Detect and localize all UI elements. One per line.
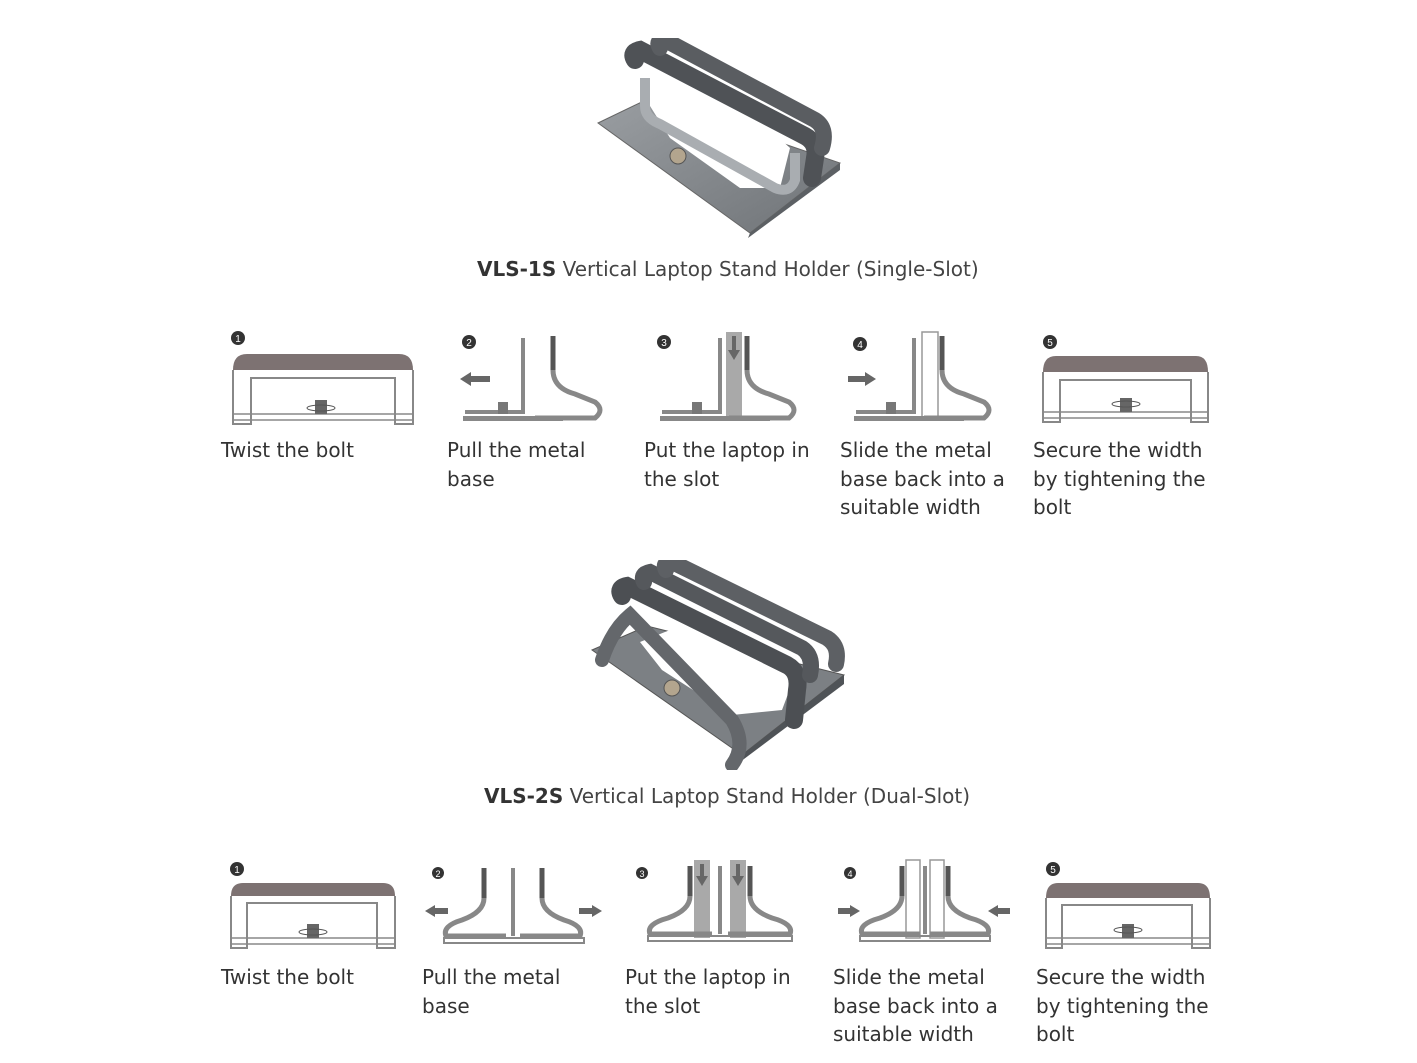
svg-text:2: 2 — [466, 338, 472, 349]
svg-text:2: 2 — [435, 869, 440, 879]
svg-text:4: 4 — [847, 869, 852, 879]
product-name: Vertical Laptop Stand Holder (Single-Slo… — [562, 257, 979, 281]
product-name: Vertical Laptop Stand Holder (Dual-Slot) — [569, 784, 971, 808]
vls-2s-step-3-illustration: 3 — [636, 860, 794, 942]
svg-text:3: 3 — [639, 869, 644, 879]
vls-1s-step-1-illustration: 1 — [231, 331, 414, 425]
vls-2s-step-2-label: Pull the metal base — [422, 965, 561, 1018]
vls-1s-step-1-label: Twist the bolt — [221, 438, 354, 462]
svg-text:1: 1 — [234, 865, 240, 876]
vls-2s-caption: VLS-2S Vertical Laptop Stand Holder (Dua… — [484, 784, 970, 808]
vls-1s-caption: VLS-1S Vertical Laptop Stand Holder (Sin… — [477, 257, 979, 281]
vls-2s-step-5-label: Secure the width by tightening the bolt — [1036, 965, 1209, 1046]
svg-text:4: 4 — [857, 340, 863, 351]
svg-text:3: 3 — [661, 338, 667, 349]
model-name: VLS-1S — [477, 257, 557, 281]
vls-2s-step-1-illustration: 1 — [230, 862, 396, 949]
vls-2s-step-2-illustration: 2 — [425, 867, 602, 944]
vls-1s-step-5-label: Secure the width by tightening the bolt — [1033, 438, 1206, 519]
vls-1s-step-4-illustration: 4 — [848, 331, 992, 421]
vls-1s-step-2-illustration: 2 — [460, 335, 603, 421]
vls-1s-step-3-label: Put the laptop in the slot — [644, 438, 810, 491]
vls-1s-step-5-illustration: 5 — [1042, 335, 1209, 423]
vls-2s-step-4-label: Slide the metal base back into a suitabl… — [833, 965, 998, 1046]
vls-2s-step-1-label: Twist the bolt — [221, 965, 354, 989]
svg-text:5: 5 — [1050, 865, 1056, 876]
svg-text:5: 5 — [1047, 338, 1053, 349]
vls-2s-step-3-label: Put the laptop in the slot — [625, 965, 791, 1018]
vls-2s-step-5-illustration: 5 — [1045, 862, 1211, 949]
vls-1s-product-image — [597, 38, 842, 238]
vls-1s-step-2-label: Pull the metal base — [447, 438, 586, 491]
vls-1s-step-3-illustration: 3 — [657, 332, 797, 421]
model-name: VLS-2S — [484, 784, 564, 808]
vls-1s-step-4-label: Slide the metal base back into a suitabl… — [840, 438, 1005, 519]
vls-2s-step-4-illustration: 4 — [838, 859, 1010, 942]
svg-text:1: 1 — [235, 334, 241, 345]
vls-2s-product-image — [590, 560, 846, 770]
